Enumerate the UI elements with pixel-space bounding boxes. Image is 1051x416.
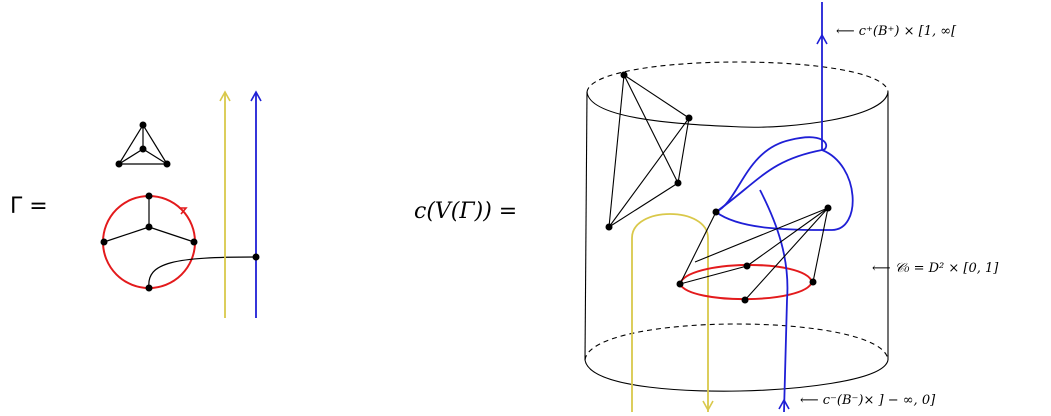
top-annotation: ⟵ c⁺(B⁺) × [1, ∞[ [836,24,957,39]
left-strands [219,90,262,318]
red-disc [679,263,813,301]
vertex [620,71,628,79]
top-rim-back [586,61,889,93]
cylinder [584,61,889,392]
vertex [163,160,171,168]
right-annotation: ⟵ 𝒞₀ = D² × [0, 1] [872,261,999,276]
blue-up-arrowhead-bottom [778,398,790,410]
vertex [139,121,147,129]
vertex [145,192,153,200]
vertex [145,284,153,292]
red-front-arc [679,281,813,301]
blue-strand-cylinder [715,2,854,413]
vertex [190,238,198,246]
gamma-equals-label: Γ = [10,194,48,219]
vertex [252,253,260,261]
vertex [741,296,749,304]
top-rim-front [586,91,889,128]
vertex [139,145,147,153]
vertex [115,160,123,168]
vertex [685,114,693,122]
left-wall [584,91,588,361]
yellow-tube [631,213,714,412]
vertex [809,278,817,286]
cylinder-vertices [605,71,832,304]
vertex [676,280,684,288]
cylinder-graph-2 [679,207,829,301]
vertex [145,223,153,231]
yellow-down-arrowhead [702,400,714,412]
bottom-annotation: ⟵ c⁻(B⁻)× ] − ∞, 0] [800,393,936,408]
connecting-edge [148,256,257,289]
vertex [712,208,720,216]
triangle-graph [118,124,168,165]
circle-graph [100,192,257,292]
vertex [824,204,832,212]
red-orientation-arrow [179,207,188,215]
cv-equals-label: c(V(Γ)) = [414,199,517,224]
blue-up-arrowhead-top [816,33,828,45]
cylinder-graph-1 [608,74,690,228]
bottom-rim-back [584,323,889,361]
vertex [605,223,613,231]
blue-arrowhead [250,90,262,102]
bottom-rim-front [584,359,889,392]
yellow-arrowhead [219,90,231,102]
vertex [743,262,751,270]
vertex [674,179,682,187]
vertex [100,238,108,246]
triangle-vertices [115,121,171,168]
